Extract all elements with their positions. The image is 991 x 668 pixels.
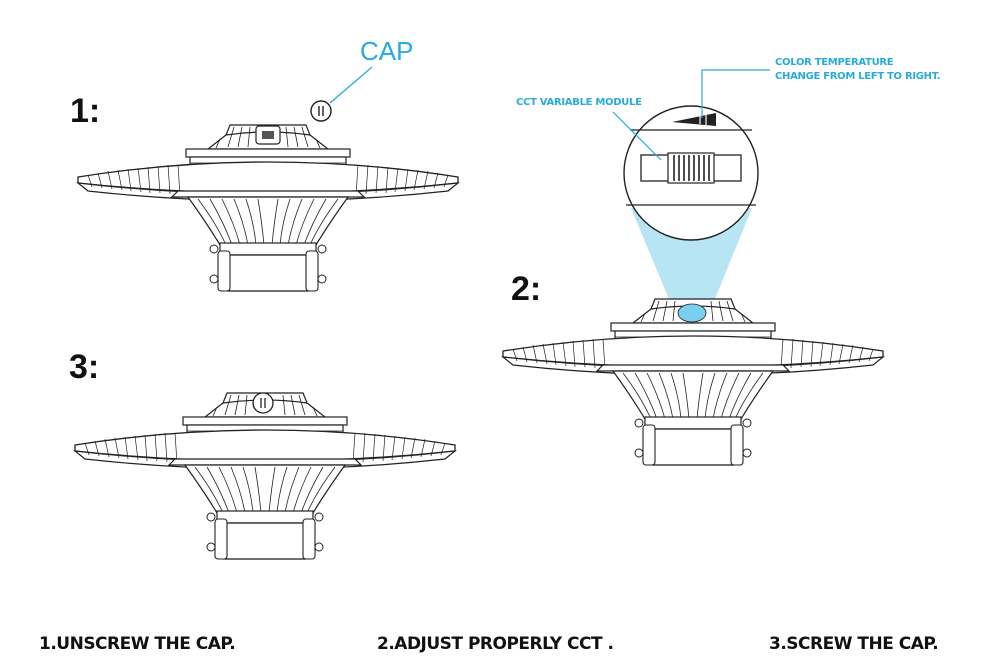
caption-step-2: 2.ADJUST PROPERLY CCT .: [377, 634, 614, 654]
color-temp-callout-line: [701, 69, 770, 118]
caption-step-1: 1.UNSCREW THE CAP.: [39, 634, 236, 654]
cct-module-label: CCT VARIABLE MODULE: [516, 97, 642, 108]
fixture-step-3: [74, 392, 456, 560]
cct-switch-knob: [667, 152, 715, 184]
magnifier-beam: [631, 208, 752, 316]
fixture-step-1: [77, 124, 459, 292]
color-temp-label-line2: CHANGE FROM LEFT TO RIGHT.: [775, 71, 941, 82]
cct-module-slot: [255, 125, 281, 145]
cap-label: CAP: [360, 36, 414, 66]
screwed-cap-icon: [252, 392, 274, 414]
fixture-step-2: [502, 208, 884, 466]
cct-gradient-wedge: [672, 113, 716, 126]
cct-module-callout-line: [612, 111, 662, 161]
step-number-1: 1:: [70, 92, 101, 130]
cap-callout-line: [329, 66, 373, 104]
step-number-3: 3:: [69, 348, 100, 386]
caption-step-3: 3.SCREW THE CAP.: [769, 634, 939, 654]
cct-module-magnifier: [623, 105, 759, 241]
color-temp-label-line1: COLOR TEMPERATURE: [775, 57, 894, 68]
cap-icon: [310, 100, 332, 122]
step-number-2: 2:: [511, 270, 542, 308]
